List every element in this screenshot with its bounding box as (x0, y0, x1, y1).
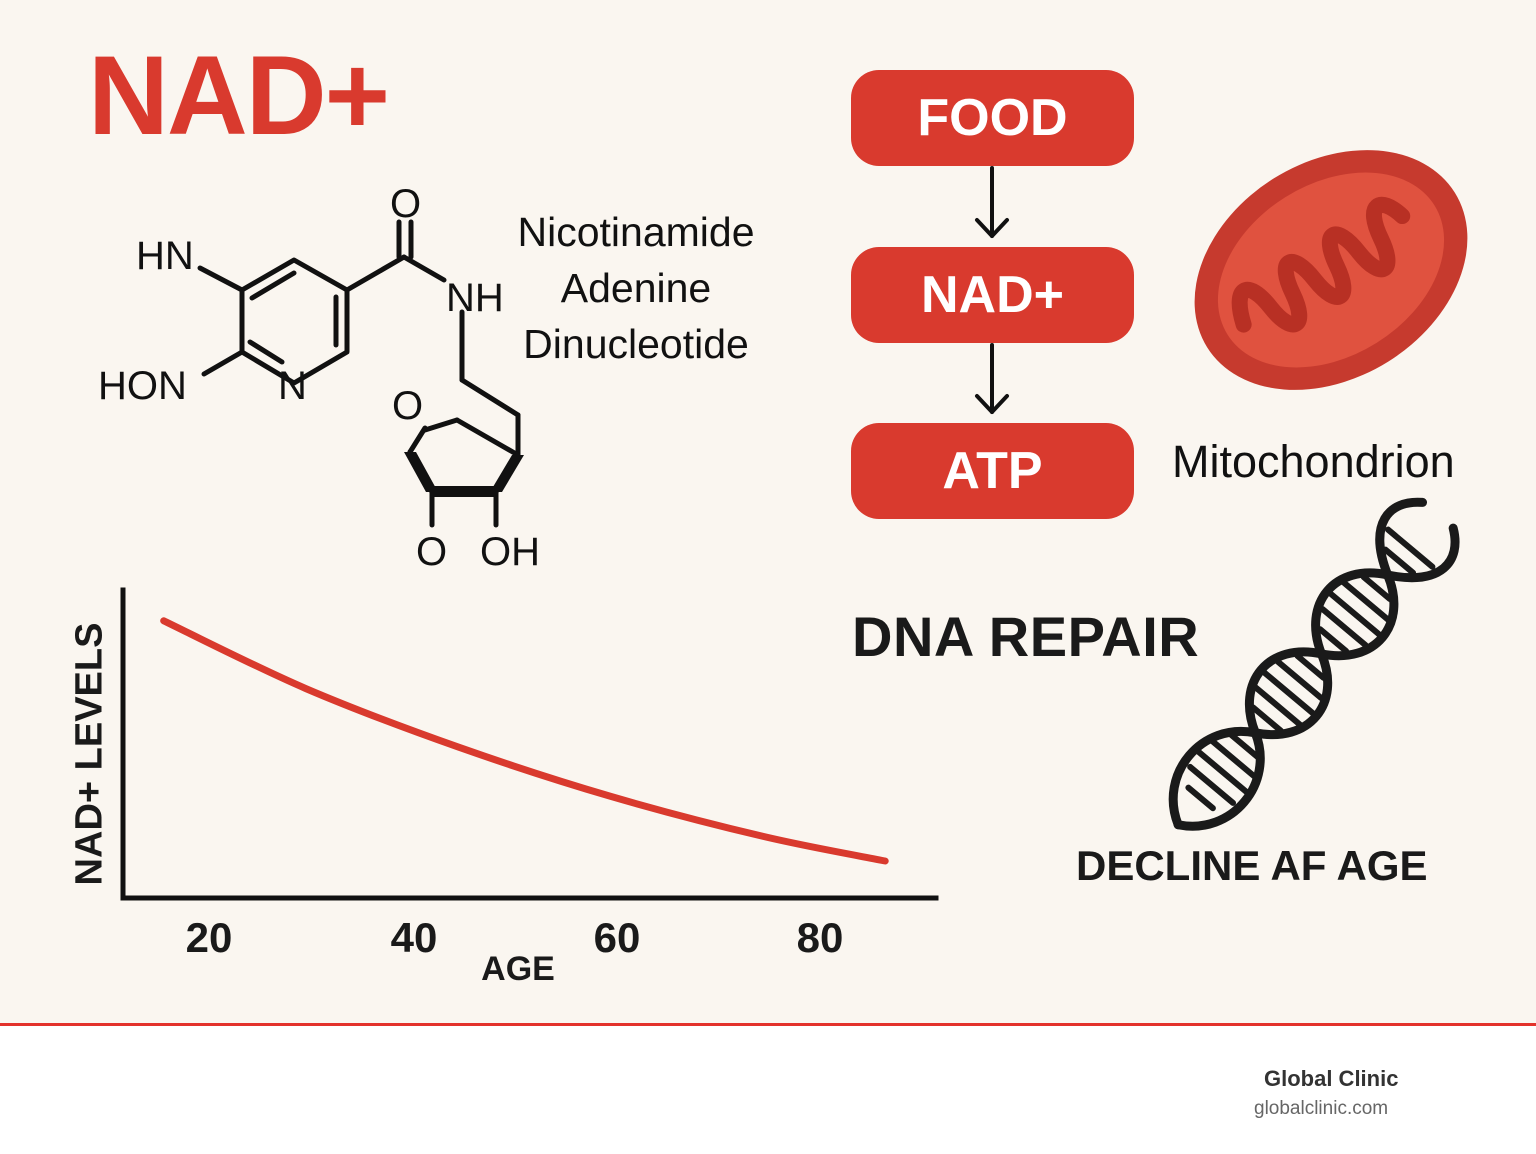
footer-url[interactable]: globalclinic.com (1254, 1098, 1389, 1119)
nad-levels-line (160, 617, 889, 865)
nh-label: NH (446, 276, 504, 320)
footer-divider (0, 1023, 1536, 1026)
x-tick-label: 20 (185, 914, 233, 961)
full-name-line-2: Adenine (560, 265, 712, 311)
dna-repair-title: DNA REPAIR (852, 605, 1200, 668)
ring-oxygen-label: O (392, 384, 424, 428)
nad-age-chart (120, 587, 939, 901)
y-axis-label: NAD+ LEVELS (68, 622, 111, 886)
infographic-panel (0, 0, 1536, 1024)
mitochondrion-label: Mitochondrion (1172, 436, 1455, 487)
footer-brand: Global Clinic (1264, 1066, 1399, 1091)
full-name-line-3: Dinucleotide (523, 321, 749, 367)
x-axis-label: AGE (481, 950, 555, 988)
x-tick-label: 40 (390, 914, 438, 961)
dna-helix-icon (1168, 497, 1460, 831)
food-box: FOOD (851, 70, 1134, 166)
nad-box: NAD+ (851, 247, 1134, 343)
x-tick-label: 60 (593, 914, 641, 961)
oxygen-bottom-label: O (416, 530, 448, 574)
full-name-line-1: Nicotinamide (517, 209, 755, 255)
full-name: Nicotinamide Adenine Dinucleotide (486, 204, 786, 372)
hydroxyl-label: OH (480, 530, 540, 574)
pathway-arrows-icon (975, 166, 1009, 414)
ring-nitrogen-label: N (278, 364, 307, 408)
x-tick-label: 80 (796, 914, 844, 961)
decline-label: DECLINE AF AGE (1076, 842, 1428, 889)
molecule-structure-icon (197, 219, 524, 528)
mitochondrion-icon (1194, 150, 1468, 390)
hn-label: HN (136, 234, 194, 278)
oxygen-top-label: O (390, 182, 422, 226)
hon-label: HON (98, 364, 187, 408)
atp-box: ATP (851, 423, 1134, 519)
page-title: NAD+ (88, 33, 390, 158)
